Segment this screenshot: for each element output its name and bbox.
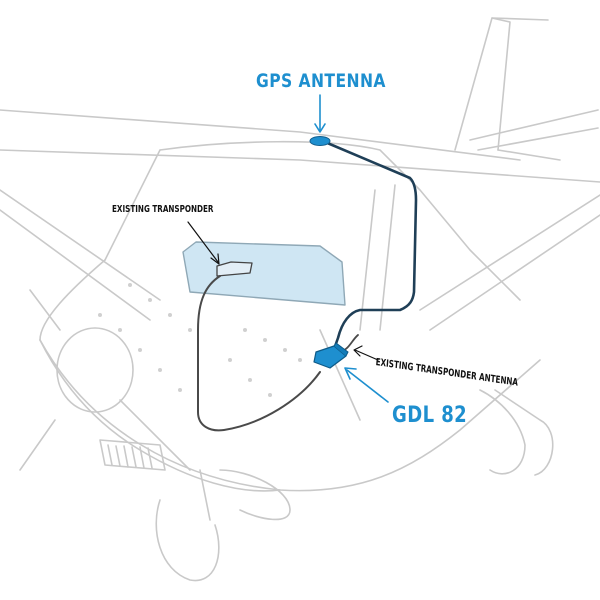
propeller [19, 289, 191, 471]
leader-arrows [187, 94, 389, 403]
nose-gear [155, 499, 220, 582]
horizontal-stabilizer [469, 109, 599, 141]
transponder-cable [197, 275, 321, 432]
spinner [56, 327, 134, 413]
rivets [98, 283, 302, 397]
wing-strut [0, 189, 161, 301]
transponder-unit [216, 261, 253, 277]
tail-fin [454, 17, 511, 151]
gps-antenna-cable [323, 140, 418, 354]
wing [0, 109, 521, 161]
gdl82-unit [313, 342, 349, 369]
gps-antenna [309, 136, 331, 146]
aircraft-outline [0, 17, 600, 582]
transponder-antenna-arrow [354, 349, 379, 361]
transponder-arrow [187, 221, 219, 263]
fuselage [159, 140, 521, 301]
cockpit-window-group [182, 241, 346, 306]
nose-cowling [39, 259, 106, 341]
cockpit-window [182, 241, 346, 306]
main-gear-right [479, 389, 526, 475]
gdl82-label: GDL 82 [392, 403, 468, 428]
gps-antenna-label: GPS ANTENNA [256, 70, 386, 92]
existing-transponder-label: EXISTING TRANSPONDER [112, 204, 214, 215]
cooling-grille [99, 439, 166, 471]
gdl82-arrow [346, 369, 389, 403]
